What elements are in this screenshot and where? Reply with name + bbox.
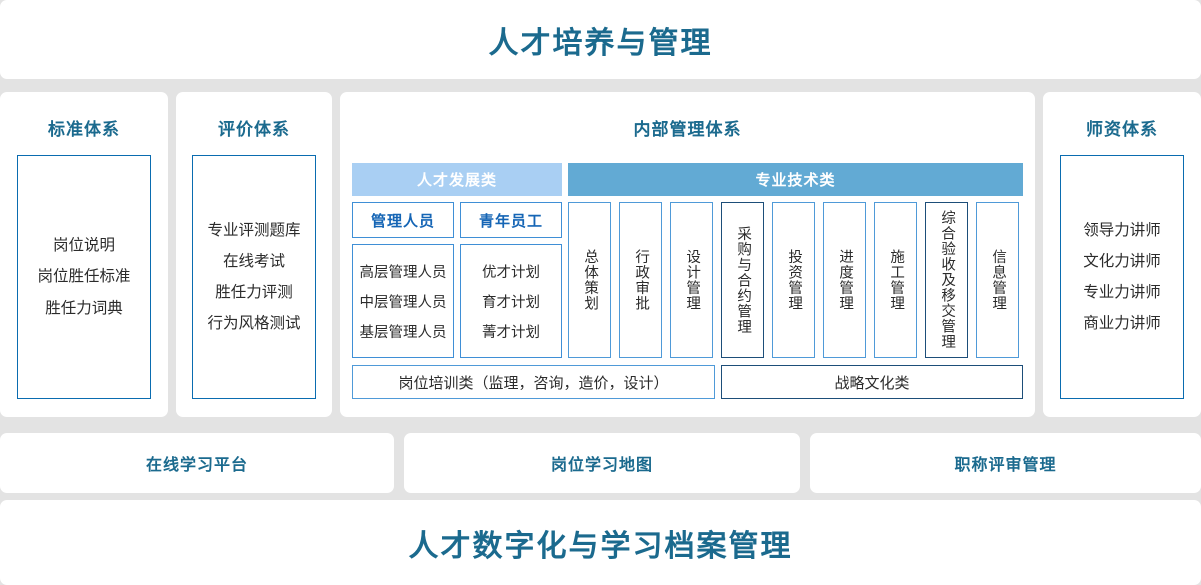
panel-standard-system[interactable]: 标准体系 岗位说明 岗位胜任标准 胜任力词典 <box>0 92 168 417</box>
tech-column-label: 信息管理 <box>990 249 1007 311</box>
tech-column-label: 设计管理 <box>684 249 701 311</box>
tech-column[interactable]: 总体策划 <box>568 202 611 358</box>
tech-column[interactable]: 采购与合约管理 <box>721 202 764 358</box>
tech-column-label: 采购与合约管理 <box>735 225 752 335</box>
list-item: 专业力讲师 <box>1083 284 1161 301</box>
platform-job-learning-map[interactable]: 岗位学习地图 <box>404 433 800 493</box>
band-professional-technical: 专业技术类 <box>568 163 1023 196</box>
tech-column-label: 投资管理 <box>786 249 803 311</box>
talent-group-list: 高层管理人员 中层管理人员 基层管理人员 <box>352 244 454 358</box>
list-item: 领导力讲师 <box>1083 221 1161 239</box>
platform-label: 岗位学习地图 <box>550 457 653 474</box>
tech-column-label: 综合验收及移交管理 <box>939 210 956 350</box>
platform-online-learning[interactable]: 在线学习平台 <box>0 433 394 493</box>
bottom-banner: 人才数字化与学习档案管理 <box>0 500 1201 585</box>
platform-title-review-management[interactable]: 职称评审管理 <box>810 433 1201 493</box>
box-job-training[interactable]: 岗位培训类（监理，咨询，造价，设计） <box>352 365 715 399</box>
talent-group-young-employees[interactable]: 青年员工 优才计划 育才计划 菁才计划 <box>460 202 562 358</box>
list-item: 基层管理人员 <box>359 324 447 341</box>
list-item: 岗位说明 <box>52 237 115 255</box>
evaluation-list-box: 专业评测题库 在线考试 胜任力评测 行为风格测试 <box>192 155 316 399</box>
list-item: 专业评测题库 <box>207 221 301 239</box>
talent-group-management-staff[interactable]: 管理人员 高层管理人员 中层管理人员 基层管理人员 <box>352 202 454 358</box>
page-title: 人才培养与管理 <box>488 26 713 60</box>
tech-column[interactable]: 进度管理 <box>823 202 866 358</box>
top-banner: 人才培养与管理 <box>0 0 1201 79</box>
list-item: 中层管理人员 <box>359 294 447 311</box>
list-item: 在线考试 <box>222 252 285 270</box>
tech-column[interactable]: 施工管理 <box>874 202 917 358</box>
faculty-list-box: 领导力讲师 文化力讲师 专业力讲师 商业力讲师 <box>1060 155 1184 399</box>
band-talent-development: 人才发展类 <box>352 163 562 196</box>
tech-column-label: 进度管理 <box>837 249 854 311</box>
tech-column-label: 行政审批 <box>633 249 650 311</box>
panel-faculty-system[interactable]: 师资体系 领导力讲师 文化力讲师 专业力讲师 商业力讲师 <box>1043 92 1201 417</box>
bottom-title: 人才数字化与学习档案管理 <box>408 529 793 563</box>
list-item: 行为风格测试 <box>207 315 301 333</box>
platform-label: 在线学习平台 <box>145 457 248 474</box>
standard-list-box: 岗位说明 岗位胜任标准 胜任力词典 <box>17 155 151 399</box>
box-strategy-culture[interactable]: 战略文化类 <box>721 365 1023 399</box>
tech-column-label: 总体策划 <box>582 249 599 311</box>
list-item: 优才计划 <box>482 264 540 281</box>
panel-evaluation-system[interactable]: 评价体系 专业评测题库 在线考试 胜任力评测 行为风格测试 <box>176 92 332 417</box>
panel-standard-title: 标准体系 <box>48 120 120 139</box>
tech-column[interactable]: 综合验收及移交管理 <box>925 202 968 358</box>
talent-group-head: 管理人员 <box>352 202 454 238</box>
tech-column[interactable]: 行政审批 <box>619 202 662 358</box>
talent-group-list: 优才计划 育才计划 菁才计划 <box>460 244 562 358</box>
talent-group-head: 青年员工 <box>460 202 562 238</box>
panel-evaluation-title: 评价体系 <box>218 120 290 139</box>
list-item: 育才计划 <box>482 294 540 311</box>
panel-internal-management-system[interactable]: 内部管理体系 人才发展类 专业技术类 管理人员 高层管理人员 中层管理人员 基层… <box>340 92 1035 417</box>
tech-column[interactable]: 信息管理 <box>976 202 1019 358</box>
list-item: 岗位胜任标准 <box>37 268 131 286</box>
tech-column[interactable]: 设计管理 <box>670 202 713 358</box>
list-item: 菁才计划 <box>482 324 540 341</box>
list-item: 高层管理人员 <box>359 264 447 281</box>
list-item: 胜任力评测 <box>215 284 293 301</box>
tech-column[interactable]: 投资管理 <box>772 202 815 358</box>
tech-column-label: 施工管理 <box>888 249 905 311</box>
list-item: 商业力讲师 <box>1083 315 1161 333</box>
panel-internal-title: 内部管理体系 <box>633 120 742 139</box>
list-item: 胜任力词典 <box>45 299 123 317</box>
list-item: 文化力讲师 <box>1083 252 1161 270</box>
panel-faculty-title: 师资体系 <box>1086 120 1158 139</box>
platform-label: 职称评审管理 <box>954 457 1057 474</box>
